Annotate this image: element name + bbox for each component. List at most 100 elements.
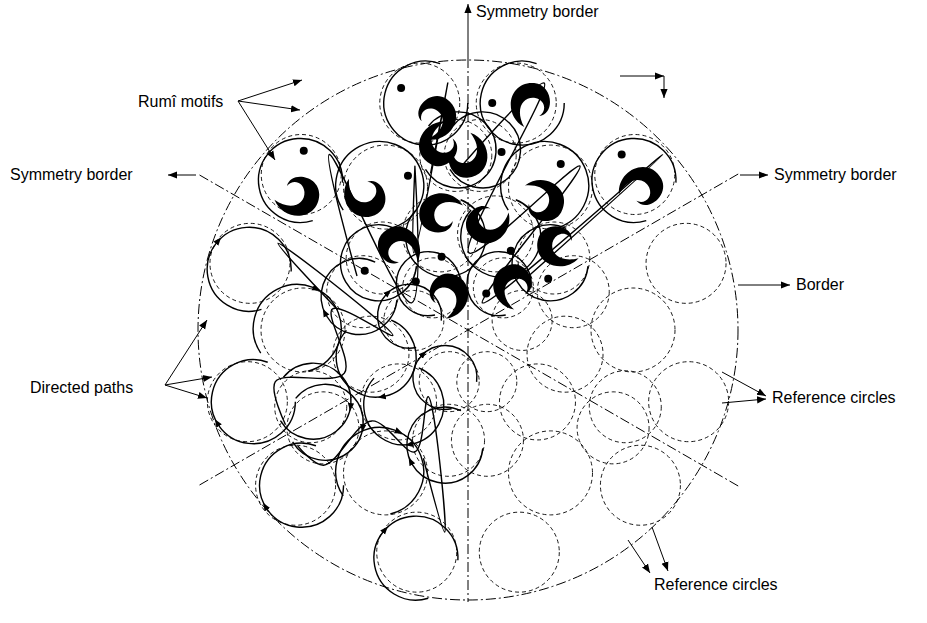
directed-path — [336, 320, 416, 397]
rumi-motif — [488, 260, 539, 314]
rumi-motifs — [273, 83, 670, 324]
motif-dot — [557, 160, 565, 168]
reference-circle — [344, 145, 428, 229]
leader-arrow — [738, 285, 790, 286]
leader-arrow — [238, 101, 300, 110]
annotation-label: Reference circles — [652, 575, 780, 595]
rumi-motif — [337, 167, 392, 224]
motif-path — [258, 138, 342, 222]
path-arrowhead — [410, 461, 412, 464]
reference-circle — [479, 512, 559, 592]
motif-dot — [488, 99, 496, 107]
motif-dot — [498, 148, 506, 156]
leader-arrow — [238, 80, 302, 101]
leader-arrow — [468, 4, 469, 58]
leader-arrow — [664, 76, 665, 98]
symmetry-line — [198, 174, 738, 486]
motif-path — [336, 142, 424, 229]
reference-circle — [527, 316, 603, 392]
leader-arrow — [740, 175, 768, 176]
motif-dot — [438, 253, 446, 261]
path-arrowhead — [383, 529, 385, 532]
motif-path — [501, 142, 589, 229]
path-arrowhead — [265, 506, 267, 509]
reference-circle — [600, 445, 680, 525]
path-arrowhead — [386, 292, 388, 294]
leader-arrow — [165, 320, 207, 385]
annotation-label: Reference circles — [770, 388, 898, 408]
reference-circle — [207, 362, 287, 442]
motif-dot — [482, 289, 490, 297]
reference-circle — [509, 431, 593, 515]
reference-circle — [419, 352, 479, 412]
path-arrowhead — [395, 430, 399, 432]
motif-dot — [300, 147, 308, 155]
motif-path-link — [329, 83, 448, 303]
directed-path — [211, 360, 295, 444]
directed-path — [413, 345, 477, 409]
motif-path-link — [455, 83, 663, 303]
rumi-motif — [514, 173, 570, 227]
reference-circle — [210, 223, 290, 303]
reference-circle — [646, 223, 726, 303]
rumi-motif — [406, 89, 464, 148]
directed-path — [260, 443, 344, 527]
rumi-motif — [612, 159, 670, 216]
leader-arrow — [620, 76, 664, 77]
path-arrowhead — [325, 313, 327, 316]
motif-path — [480, 61, 564, 145]
path-arrowhead — [382, 396, 385, 398]
annotation-label: Symmetry border — [474, 2, 601, 22]
leader-arrow — [722, 399, 766, 403]
reference-circle — [499, 364, 575, 440]
directed-path — [207, 227, 291, 311]
rumi-motif — [511, 83, 550, 127]
rumi-motif — [422, 268, 474, 323]
reference-circle — [591, 288, 675, 372]
path-arrowhead — [216, 241, 218, 244]
directed-path-link — [298, 397, 445, 532]
leader-lines — [165, 4, 790, 573]
reference-circle — [509, 145, 593, 229]
reference-circle — [256, 445, 336, 525]
path-arrowhead — [409, 443, 412, 445]
reference-circles — [207, 63, 728, 592]
directed-path — [253, 284, 341, 371]
motif-dot — [618, 150, 626, 158]
motif-dot — [507, 247, 515, 255]
leader-arrow — [238, 101, 275, 160]
leader-arrow — [652, 527, 668, 571]
annotation-label: Border — [794, 275, 846, 295]
rumi-motif — [418, 192, 464, 234]
rumi-motif — [533, 222, 586, 271]
motif-path — [592, 138, 676, 222]
rumi-motif — [459, 193, 518, 252]
motif-dot — [470, 162, 478, 170]
directed-path — [407, 407, 483, 483]
reference-circle — [451, 404, 523, 476]
rumi-motif — [273, 174, 321, 218]
annotation-label: Directed paths — [28, 378, 135, 398]
annotation-label: Symmetry border — [772, 165, 899, 185]
leader-arrow — [165, 385, 207, 398]
motif-dot — [544, 275, 552, 283]
reference-circle — [457, 352, 517, 412]
leader-arrow — [722, 372, 766, 396]
annotation-label: Symmetry border — [8, 165, 135, 185]
directed-path-link — [274, 243, 393, 424]
rumi-motif — [411, 115, 467, 173]
outer-border — [198, 60, 738, 600]
motif-dot — [412, 277, 420, 285]
leader-arrow — [165, 377, 212, 385]
directed-paths — [207, 61, 676, 600]
motif-dot — [404, 172, 412, 180]
motif-dot — [397, 84, 405, 92]
directed-path — [293, 384, 364, 460]
leader-arrow — [628, 540, 650, 573]
reference-circle — [589, 371, 661, 443]
motif-dot — [361, 267, 369, 275]
leader-arrow — [168, 175, 196, 176]
path-arrowhead — [217, 423, 219, 426]
annotation-label: Rumî motifs — [136, 92, 225, 112]
path-arrowhead — [350, 404, 351, 407]
